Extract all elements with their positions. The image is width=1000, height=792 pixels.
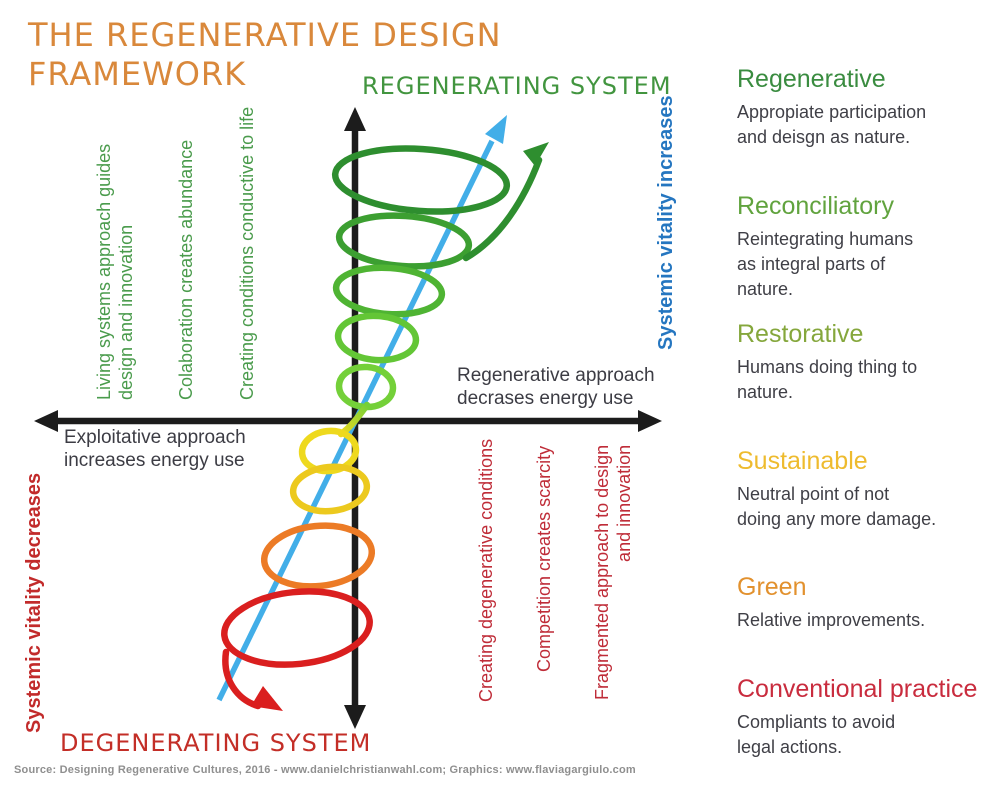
factor-fragmented-approach: Fragmented approach to design and innova… xyxy=(592,444,634,700)
legend-body: Compliants to avoid legal actions. xyxy=(737,712,896,757)
legend-item-conventional-practice: Conventional practice Compliants to avoi… xyxy=(737,674,989,760)
axis-arrowheads xyxy=(34,107,662,729)
legend-heading: Conventional practice xyxy=(737,675,978,703)
legend-heading: Regenerative xyxy=(737,65,886,93)
factor-colaboration: Colaboration creates abundance xyxy=(176,139,196,400)
axis-down-arrow-icon xyxy=(344,705,366,729)
factor-creating-conditions: Creating conditions conductive to life xyxy=(237,106,257,400)
exploitative-approach-label: Exploitative approach increases energy u… xyxy=(64,427,246,471)
legend-body: Appropiate participation and deisgn as n… xyxy=(737,102,927,147)
axis-up-arrow-icon xyxy=(344,107,366,131)
legend-item-green: Green Relative improvements. xyxy=(737,572,989,633)
factor-living-systems: Living systems approach guides design an… xyxy=(94,143,136,400)
axis-left-arrow-icon xyxy=(34,410,58,432)
regenerating-system-label: REGENERATING SYSTEM xyxy=(362,72,672,100)
legend-item-reconciliatory: Reconciliatory Reintegrating humans as i… xyxy=(737,191,989,302)
legend-heading: Sustainable xyxy=(737,447,868,475)
legend-item-sustainable: Sustainable Neutral point of not doing a… xyxy=(737,446,989,532)
legend-body: Neutral point of not doing any more dama… xyxy=(737,484,937,529)
vitality-increases-label: Systemic vitality increases xyxy=(655,95,677,350)
legend-heading: Reconciliatory xyxy=(737,192,895,220)
factor-degenerative-conditions: Creating degenerative conditions xyxy=(476,438,496,702)
legend-body: Humans doing thing to nature. xyxy=(737,357,918,402)
legend-body: Relative improvements. xyxy=(737,610,926,630)
green-arrowhead-icon xyxy=(523,142,549,166)
blue-arrowhead-icon xyxy=(485,115,507,144)
degenerating-system-label: DEGENERATING SYSTEM xyxy=(60,729,372,757)
legend-body: Reintegrating humans as integral parts o… xyxy=(737,229,914,299)
legend-item-restorative: Restorative Humans doing thing to nature… xyxy=(737,319,989,405)
red-arrowhead-icon xyxy=(251,686,283,711)
regenerative-approach-label: Regenerative approach decrases energy us… xyxy=(457,365,655,409)
page-title: THE REGENERATIVE DESIGN FRAMEWORK xyxy=(28,16,502,93)
axis-right-arrow-icon xyxy=(638,410,662,432)
degenerating-spiral xyxy=(221,427,376,710)
factor-competition-scarcity: Competition creates scarcity xyxy=(534,445,554,672)
legend-panel: Regenerative Appropiate participation an… xyxy=(737,0,989,792)
legend-heading: Restorative xyxy=(737,320,864,348)
source-credit: Source: Designing Regenerative Cultures,… xyxy=(14,764,636,776)
spiral-diagram xyxy=(34,107,662,729)
vitality-decreases-label: Systemic vitality decreases xyxy=(23,472,45,733)
legend-item-regenerative: Regenerative Appropiate participation an… xyxy=(737,64,989,150)
legend-heading: Green xyxy=(737,573,807,601)
regenerating-spiral xyxy=(331,145,543,438)
